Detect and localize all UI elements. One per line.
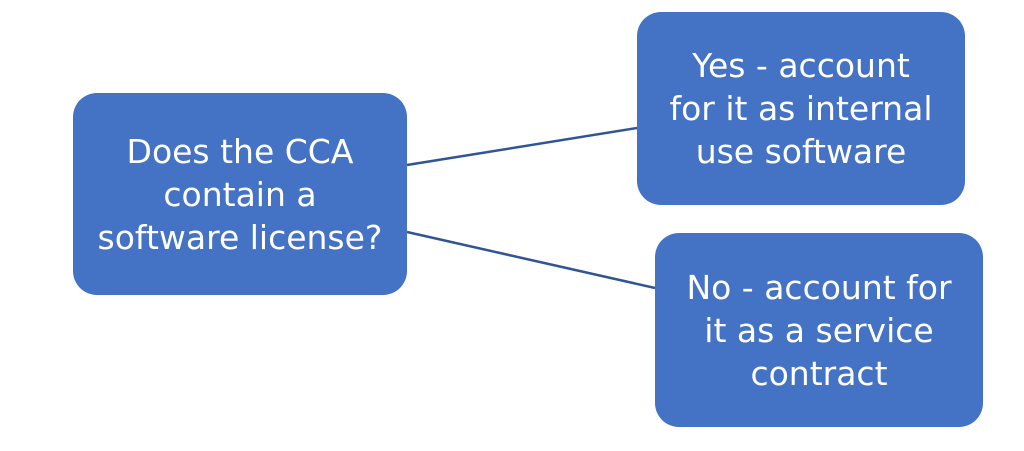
question-node: Does the CCA contain a software license?: [73, 93, 407, 295]
yes-outcome-node: Yes - account for it as internal use sof…: [637, 12, 965, 205]
no-outcome-node: No - account for it as a service contrac…: [655, 233, 983, 427]
connector-question-to-no: [406, 230, 656, 290]
connector-question-to-yes: [406, 126, 638, 167]
